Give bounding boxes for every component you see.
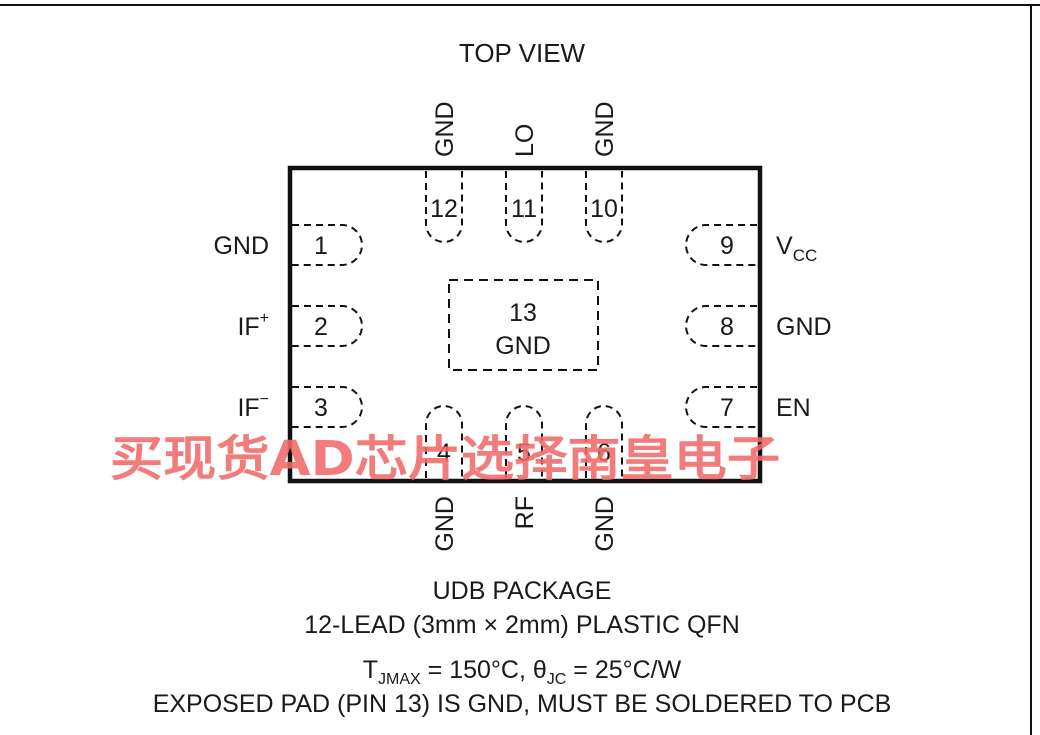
package-name: UDB PACKAGE	[433, 577, 612, 605]
pin-12-name: GND	[431, 101, 459, 157]
pin-3-number: 3	[314, 394, 328, 422]
watermark-text: 买现货AD芯片选择南皇电子	[110, 431, 780, 487]
tj-value: = 150°C,	[421, 656, 533, 684]
theta-symbol: θ	[533, 656, 547, 684]
tj-sub: JMAX	[378, 671, 421, 688]
theta-value: = 25°C/W	[566, 656, 681, 684]
pin-11-name: LO	[511, 124, 539, 157]
theta-sub: JC	[547, 671, 567, 688]
thermal-spec: TJMAX = 150°C, θJC = 25°C/W	[363, 656, 682, 688]
package-description: 12-LEAD (3mm × 2mm) PLASTIC QFN	[304, 611, 740, 639]
view-title: TOP VIEW	[459, 38, 586, 68]
pin-2: 2	[292, 305, 363, 347]
pin-11-number: 11	[511, 195, 537, 223]
pin-3: 3	[292, 386, 363, 428]
pin-12: 12	[425, 171, 463, 243]
pin-10-number: 10	[590, 195, 618, 223]
pin-8-number: 8	[720, 313, 734, 341]
pin-7-number: 7	[720, 394, 734, 422]
package-body	[287, 165, 763, 484]
pin-9: 9	[685, 224, 757, 266]
pin-6-name: GND	[591, 496, 619, 552]
pin-9-number: 9	[720, 232, 734, 260]
pin-1: 1	[292, 224, 363, 266]
pin-labels: GND IF+ IF− GND RF GND EN GND VCC GND LO GND	[213, 101, 831, 551]
pin-12-number: 12	[430, 195, 458, 223]
exposed-pad-note: EXPOSED PAD (PIN 13) IS GND, MUST BE SOL…	[153, 690, 892, 718]
pin-1-number: 1	[314, 232, 328, 260]
pin-8: 8	[685, 305, 757, 347]
tj-symbol: T	[363, 656, 378, 684]
pin-1-name: GND	[213, 232, 269, 260]
pin-2-number: 2	[314, 313, 328, 341]
pin-2-name: IF+	[237, 310, 269, 341]
pin-4: 4	[425, 405, 463, 478]
pin-7: 7	[685, 386, 757, 428]
pin-3-name: IF−	[237, 391, 269, 422]
pin-9-name: VCC	[776, 232, 817, 265]
pin-5-name: RF	[511, 496, 539, 529]
pin-6-number: 6	[597, 439, 611, 467]
pin-11: 11	[505, 171, 543, 243]
exposed-pad-name: GND	[495, 332, 551, 360]
pin-10: 10	[585, 171, 623, 243]
exposed-pad-number: 13	[509, 299, 537, 327]
pin-4-number: 4	[437, 439, 451, 467]
pin-5-number: 5	[517, 439, 531, 467]
pin-4-name: GND	[431, 496, 459, 552]
pin-7-name: EN	[776, 394, 811, 422]
pin-10-name: GND	[591, 101, 619, 157]
pin-5: 5	[505, 405, 543, 478]
pin-8-name: GND	[776, 313, 832, 341]
pin-6: 6	[585, 405, 623, 478]
